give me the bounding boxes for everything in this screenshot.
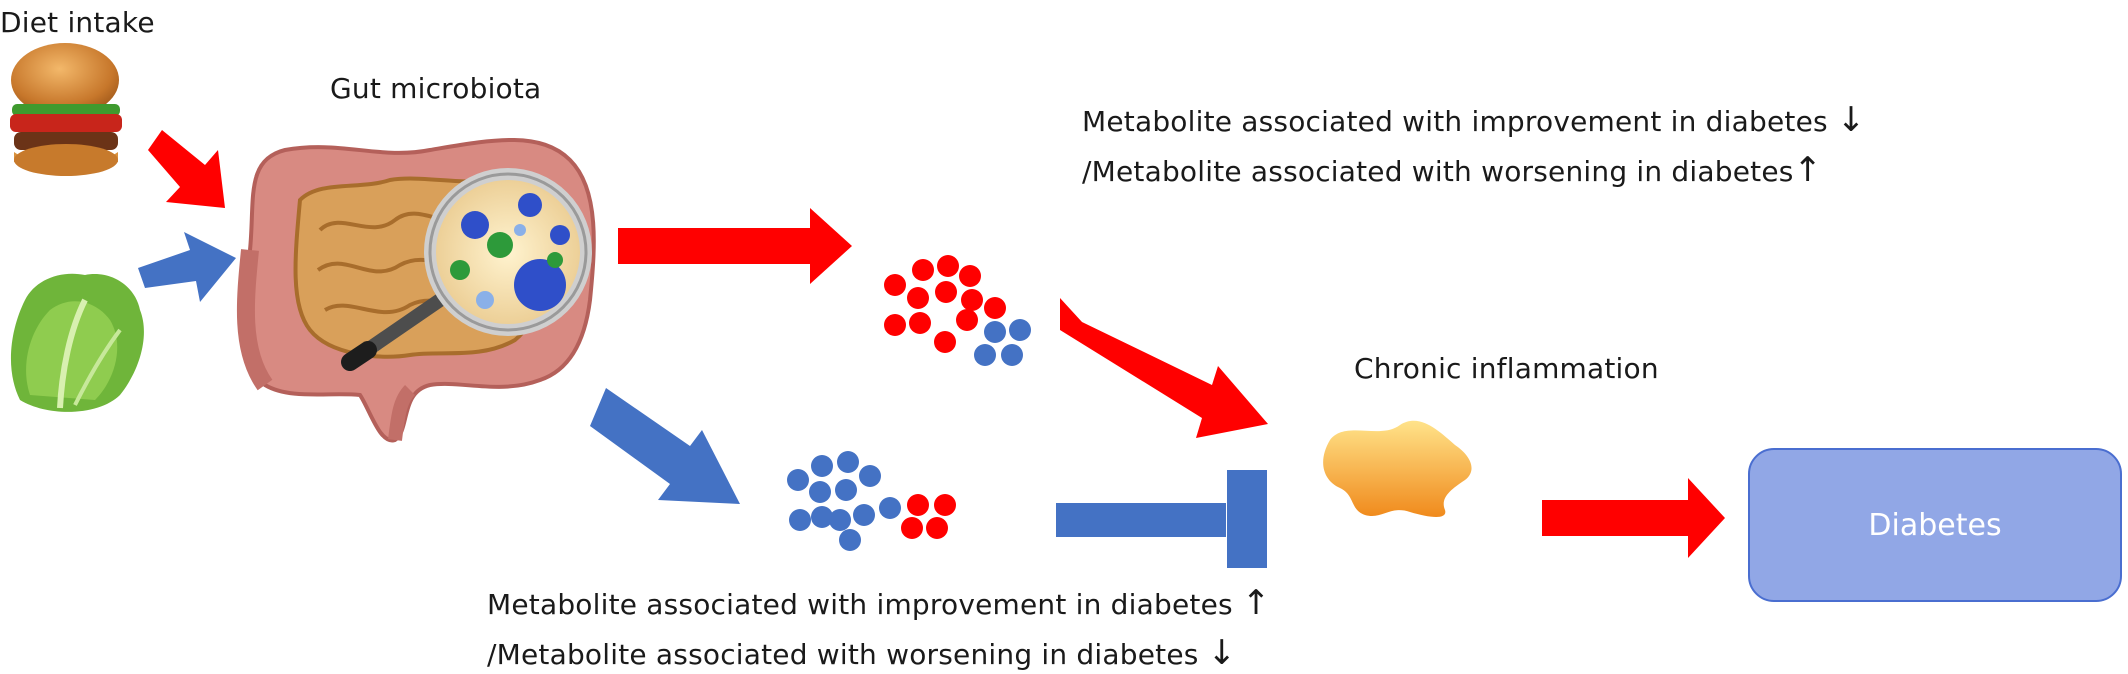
- red-arrow-diagonal: [1060, 298, 1268, 438]
- magnifier-icon: [341, 168, 592, 371]
- red-input-arrow: [148, 130, 225, 208]
- diabetes-label: Diabetes: [1868, 507, 2002, 543]
- bottom-metabolite-text2: /Metabolite associated with worsening in…: [487, 638, 1199, 671]
- top-metabolite-line2: /Metabolite associated with worsening in…: [1082, 150, 1822, 190]
- blue-inhibition-end: [1227, 470, 1267, 568]
- bottom-metabolite-line1: Metabolite associated with improvement i…: [487, 583, 1271, 623]
- blue-arrow-diagonal: [590, 388, 740, 504]
- bottom-metabolite-line2: /Metabolite associated with worsening in…: [487, 633, 1236, 673]
- bottom-metabolite-text1: Metabolite associated with improvement i…: [487, 588, 1233, 621]
- blue-input-arrow: [138, 232, 236, 302]
- up-arrow-icon: ↑: [1241, 583, 1271, 623]
- hamburger-icon: [10, 43, 122, 176]
- red-arrow-diabetes: [1542, 478, 1725, 558]
- lettuce-icon: [10, 273, 144, 412]
- gut-microbiota-label: Gut microbiota: [330, 72, 542, 105]
- top-metabolite-text1: Metabolite associated with improvement i…: [1082, 105, 1828, 138]
- chronic-inflammation-label: Chronic inflammation: [1354, 352, 1659, 385]
- top-metabolite-line1: Metabolite associated with improvement i…: [1082, 100, 1866, 140]
- top-metabolite-text2: /Metabolite associated with worsening in…: [1082, 155, 1794, 188]
- metabolite-cluster-lower: [787, 451, 956, 551]
- red-arrow-upper: [618, 208, 852, 284]
- metabolite-cluster-upper: [884, 255, 1031, 366]
- down-arrow-icon: ↓: [1836, 100, 1866, 140]
- diet-intake-label: Diet intake: [0, 6, 155, 39]
- diabetes-box: Diabetes: [1748, 448, 2122, 602]
- blue-inhibition-bar: [1056, 503, 1226, 537]
- inflammation-blob-icon: [1323, 420, 1472, 517]
- down-arrow-icon: ↓: [1207, 633, 1237, 673]
- up-arrow-icon: ↑: [1793, 150, 1823, 190]
